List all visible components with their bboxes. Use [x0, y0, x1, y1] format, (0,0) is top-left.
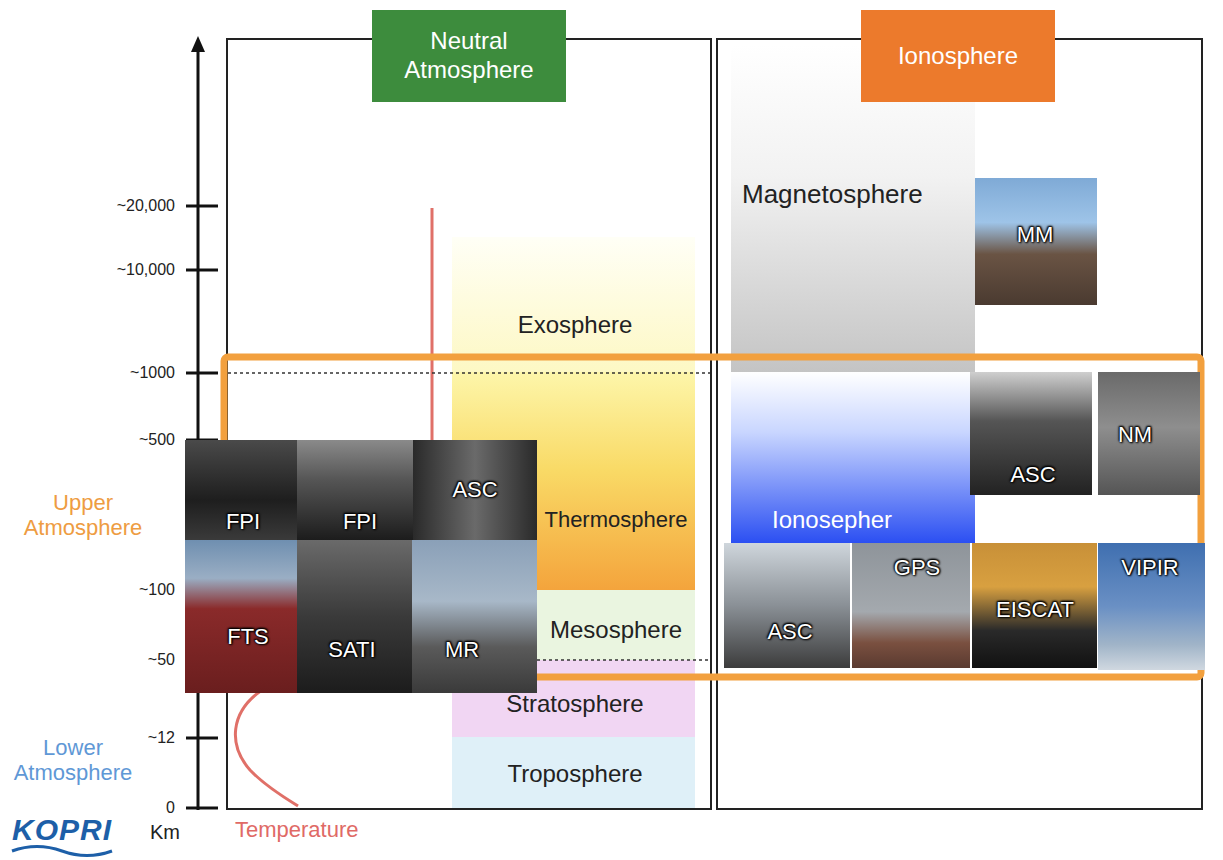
instrument-photo: VIPIR — [1098, 543, 1205, 670]
axis-tick-label: 0 — [166, 799, 175, 817]
layer-name: Mesosphere — [550, 616, 682, 644]
panel-heading: Ionosphere — [861, 10, 1055, 102]
atmosphere-panel: IonosphereMagnetosphereMMIonosepherASCNM… — [716, 38, 1203, 810]
axis-unit: Km — [150, 821, 180, 844]
logo-wave — [12, 847, 112, 856]
instrument-photo: ASC — [724, 543, 850, 668]
axis-tick-label: ~20,000 — [117, 197, 175, 215]
instrument-photo: ASC — [970, 372, 1092, 495]
instrument-photo: FTS — [185, 540, 297, 693]
layer-band: Troposphere — [452, 737, 695, 808]
axis-tick — [186, 205, 218, 208]
instrument-label: MR — [445, 637, 479, 662]
instrument-label: SATI — [328, 637, 375, 662]
instrument-label: ASC — [452, 477, 497, 502]
axis-tick — [186, 269, 218, 272]
layer-band: Ionosepher — [731, 372, 975, 543]
instrument-label: EISCAT — [996, 597, 1074, 622]
layer-band: Exosphere — [452, 237, 695, 372]
axis-tick — [186, 372, 218, 375]
axis-tick — [186, 737, 218, 740]
instrument-photo: ASC — [413, 440, 537, 540]
instrument-label: FTS — [227, 624, 269, 649]
layer-name: Thermosphere — [544, 507, 687, 532]
axis-tick-label: ~50 — [148, 651, 175, 669]
layer-name: Ionosepher — [772, 506, 892, 534]
instrument-photo: MM — [975, 178, 1097, 305]
axis-tick-label: ~1000 — [130, 364, 175, 382]
instrument-photo: MR — [412, 540, 537, 693]
instrument-label: FPI — [343, 509, 377, 534]
dashed-boundary — [537, 659, 710, 661]
dashed-boundary — [228, 372, 710, 374]
instrument-photo: FPI — [185, 440, 297, 540]
axis-tick — [186, 807, 218, 810]
region-label: Lower Atmosphere — [8, 735, 138, 786]
instrument-label: ASC — [1010, 462, 1055, 487]
logo-text: KOPRI — [12, 813, 112, 848]
instrument-label: FPI — [226, 509, 260, 534]
instrument-label: VIPIR — [1121, 555, 1178, 580]
instrument-photo: FPI — [297, 440, 413, 540]
instrument-photo: EISCAT — [972, 543, 1097, 668]
altitude-axis — [197, 50, 200, 810]
layer-name: Stratosphere — [506, 690, 643, 718]
upper-atmosphere-bracket — [224, 357, 1201, 677]
instrument-photo: NM — [1098, 372, 1200, 495]
region-label: Upper Atmosphere — [8, 490, 158, 541]
instrument-photo: SATI — [297, 540, 412, 693]
axis-tick-label: ~500 — [139, 431, 175, 449]
curve-label: Temperature — [235, 817, 359, 842]
instrument-label: NM — [1118, 422, 1152, 447]
axis-arrowhead — [191, 36, 205, 52]
instrument-photo: GPS — [852, 543, 970, 668]
axis-tick-label: ~10,000 — [117, 261, 175, 279]
instrument-label: ASC — [767, 619, 812, 644]
layer-name: Troposphere — [507, 760, 642, 788]
axis-tick-label: ~12 — [148, 729, 175, 747]
layer-name: Magnetosphere — [742, 180, 923, 210]
panel-heading: Neutral Atmosphere — [372, 10, 566, 102]
instrument-label: MM — [1017, 222, 1054, 247]
atmosphere-panel: Neutral AtmosphereExosphereThermosphereM… — [226, 38, 712, 810]
layer-name: Exosphere — [518, 311, 633, 339]
instrument-label: GPS — [894, 555, 940, 580]
axis-tick-label: ~100 — [139, 581, 175, 599]
